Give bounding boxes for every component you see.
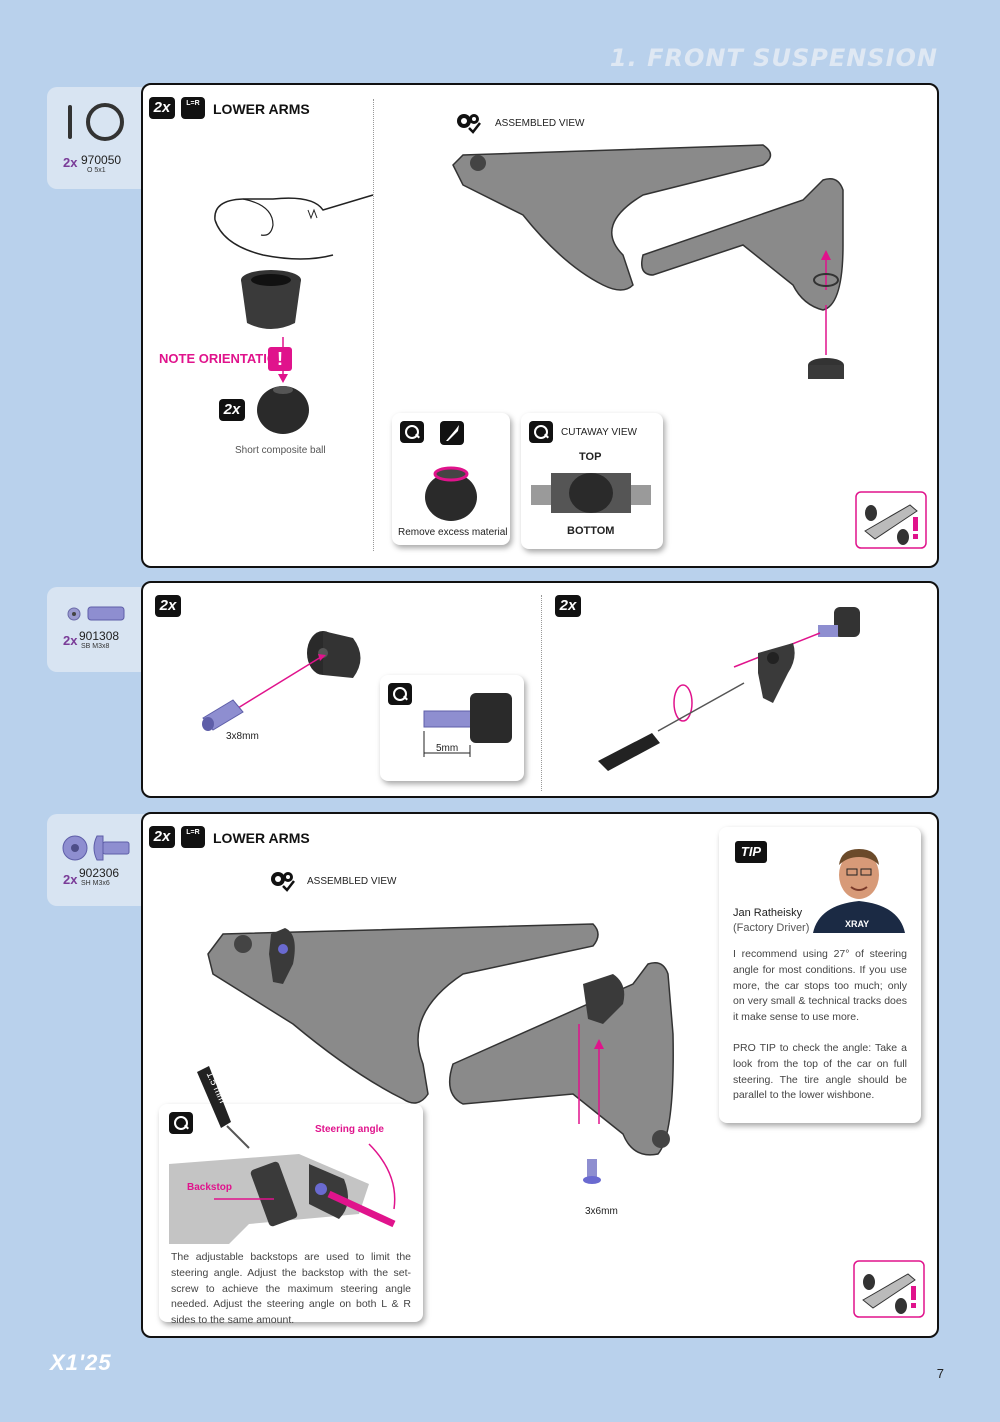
magnifier-icon — [388, 683, 412, 705]
lower-arm-plates-illustration — [452, 144, 844, 379]
spacer-icon — [67, 606, 125, 621]
magnifier-icon — [169, 1112, 193, 1134]
section-title: 1. FRONT SUSPENSION — [609, 44, 938, 72]
tip-badge: TIP — [735, 841, 767, 863]
backstop-detail-inset: Steering angle Backstop The adjustable b… — [159, 1104, 423, 1326]
car-reference-icon — [853, 1260, 925, 1318]
parts-tab-3: 2x 902306 SH M3x6 — [47, 814, 147, 906]
tip-paragraph-2: PRO TIP to check the angle: Take a look … — [733, 1042, 907, 1102]
magnifier-icon — [400, 421, 424, 443]
inset-caption: Remove excess material — [398, 527, 508, 538]
assembled-view-label: ASSEMBLED VIEW — [307, 876, 397, 887]
set-screw-illustration — [598, 607, 860, 771]
note-orientation-label: NOTE ORIENTATION — [159, 351, 287, 366]
part-qty: 2x — [63, 633, 78, 648]
assembled-view-icon — [457, 114, 481, 134]
spacer-insert-illustration — [202, 631, 361, 731]
part-desc: SH M3x6 — [81, 880, 110, 887]
spacer-dimension-inset: 5mm — [380, 675, 524, 781]
assembled-view-label: ASSEMBLED VIEW — [495, 118, 585, 129]
step-title: LOWER ARMS — [213, 101, 310, 117]
tip-paragraph-1: I recommend using 27° of steering angle … — [733, 948, 907, 1024]
spacer-size-label: 3x8mm — [226, 731, 259, 742]
screw-size-label: 3x6mm — [585, 1206, 618, 1217]
part-number: 970050 — [81, 153, 122, 167]
steering-angle-label: Steering angle — [315, 1124, 384, 1135]
part-number: 901308 — [79, 629, 120, 643]
o-ring-icon — [68, 103, 124, 141]
tip-box: TIP XRAY Jan Ratheisky (Factory Driver) … — [719, 827, 921, 1123]
spacer-dimension-illustration — [423, 693, 512, 757]
quantity-badge: 2x — [149, 826, 175, 848]
bottom-label: BOTTOM — [567, 525, 615, 537]
lr-badge: L=R — [181, 97, 205, 119]
parts-tab-1: 2x 970050 O 5x1 — [47, 87, 147, 189]
magnifier-icon — [529, 421, 553, 443]
shirt-logo: XRAY — [845, 919, 869, 929]
driver-portrait: XRAY — [811, 837, 907, 933]
quantity-badge-right: 2x — [555, 595, 581, 617]
brand-logo: X1'25 — [50, 1350, 112, 1375]
cutaway-illustration — [531, 473, 651, 513]
screw-icon — [62, 835, 130, 861]
assembled-view-icon — [271, 872, 295, 892]
step-divider — [373, 99, 374, 551]
cutaway-view-label: CUTAWAY VIEW — [561, 427, 637, 438]
tip-author-name: Jan Ratheisky — [733, 907, 803, 919]
part-number: 902306 — [79, 866, 120, 880]
hex-driver-illustration — [197, 1066, 250, 1149]
ball-stud-illustration — [425, 466, 477, 521]
step-title: LOWER ARMS — [213, 830, 310, 846]
backstop-illustration — [169, 1143, 396, 1244]
quantity-badge: 2x — [149, 97, 175, 119]
step-divider — [541, 595, 542, 791]
tip-author-role: (Factory Driver) — [733, 922, 810, 934]
knife-icon — [440, 421, 464, 445]
car-reference-icon — [855, 491, 927, 549]
lower-arm-assembly-illustration — [207, 923, 674, 1184]
part-qty: 2x — [63, 872, 78, 887]
ball-quantity-badge: 2x — [219, 399, 245, 421]
ball-caption: Short composite ball — [235, 445, 326, 456]
quantity-badge-left: 2x — [155, 595, 181, 617]
page-number: 7 — [936, 1366, 944, 1381]
step-panel-spacers: 2x 3x8mm 5mm 2x 1.5 mm — [141, 581, 939, 798]
remove-material-inset: Remove excess material — [392, 413, 510, 545]
cutaway-view-inset: CUTAWAY VIEW TOP BOTTOM — [521, 413, 663, 549]
backstop-label: Backstop — [187, 1182, 233, 1193]
dimension-label: 5mm — [436, 743, 459, 754]
part-qty: 2x — [63, 155, 78, 170]
lr-badge: L=R — [181, 826, 205, 848]
part-desc: SB M3x8 — [81, 643, 110, 650]
part-desc: O 5x1 — [87, 167, 106, 174]
parts-tab-2: 2x 901308 SB M3x8 — [47, 587, 147, 672]
warning-icon: ! — [268, 347, 292, 371]
ball-insertion-illustration — [214, 194, 374, 434]
backstop-explanation: The adjustable backstops are used to lim… — [171, 1251, 411, 1327]
step-panel-lower-arms-1: 2x L=R LOWER ARMS NOTE ORIENTATION ! 2x … — [141, 83, 939, 568]
top-label: TOP — [579, 451, 602, 463]
